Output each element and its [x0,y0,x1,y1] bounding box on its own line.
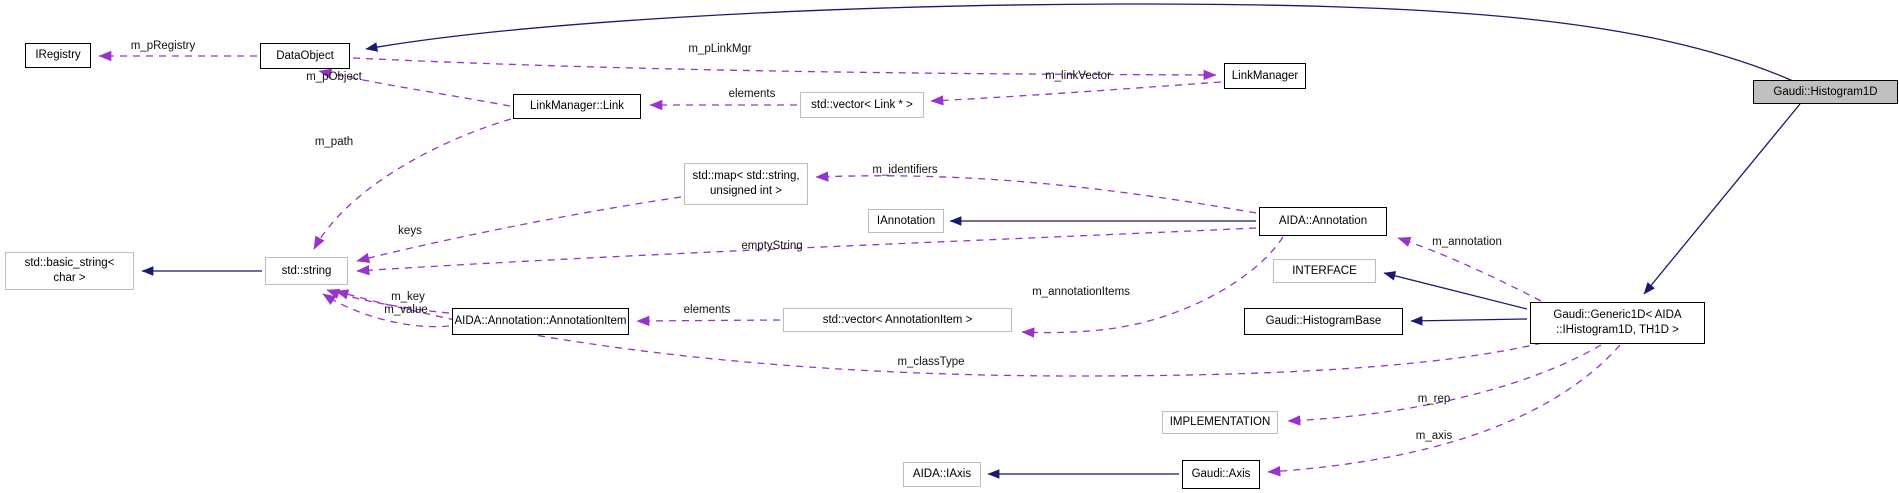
class-node-gaudi-histogrambase[interactable]: Gaudi::HistogramBase [1244,308,1403,335]
class-node-dataobject[interactable]: DataObject [260,43,350,69]
edge-label-m-linkvector: m_linkVector [1045,70,1111,82]
edge-use-dataobject-linkmanager [352,57,1217,81]
class-node-gaudi-generic1d[interactable]: Gaudi::Generic1D< AIDA ::IHistogram1D, T… [1530,302,1705,344]
class-node-linkmanager-link[interactable]: LinkManager::Link [513,94,641,119]
edge-use-annotationitem-string-mvalue [322,293,450,328]
class-node-basic-string: std::basic_string< char > [5,252,134,290]
class-node-iregistry[interactable]: IRegistry [25,43,91,68]
edge-label-keys: keys [398,225,422,237]
class-node-aida-annotation[interactable]: AIDA::Annotation [1259,207,1387,236]
edge-use-link-dataobject [318,68,511,107]
edge-label-m-classtype: m_classType [897,356,965,368]
class-node-linkmanager[interactable]: LinkManager [1224,63,1306,89]
class-node-gaudi-histogram1d: Gaudi::Histogram1D [1753,80,1898,104]
class-node-iannotation: IAnnotation [868,209,944,233]
edge-label-m-identifiers: m_identifiers [872,164,938,176]
class-node-implementation: IMPLEMENTATION [1162,411,1278,434]
edge-use-link-string-mpath [313,118,512,250]
edge-label-m-path: m_path [314,136,354,148]
edge-inherit-generic1d-histogrambase [1410,316,1528,326]
edge-inherit-histogram1d-dataobject [365,3,1794,82]
edge-label-m-pobject: m_pObject [306,71,362,83]
class-node-interface: INTERFACE [1273,259,1376,283]
edge-label-m-annotationitems: m_annotationItems [1032,286,1130,298]
edge-label-m-rep: m_rep [1417,393,1451,405]
edge-label-m-pregistry: m_pRegistry [130,40,196,52]
class-node-vector-annotationitem: std::vector< AnnotationItem > [783,308,1012,332]
edge-label-m-annotation: m_annotation [1432,236,1502,248]
edge-label-m-plinkmgr: m_pLinkMgr [688,43,752,55]
edge-use-vectoritems-annotationitem [636,315,781,327]
edge-use-annotation-string-emptystring [356,227,1257,276]
edge-use-generic1d-implementation [1287,344,1602,426]
class-node-gaudi-axis[interactable]: Gaudi::Axis [1182,460,1260,489]
edge-inherit-generic1d-interface [1383,271,1528,310]
class-node-map-string-uint: std::map< std::string, unsigned int > [684,163,808,205]
edge-label-m-key: m_key [391,291,425,303]
edge-label-emptystring: emptyString [741,240,803,252]
edge-use-annotationitem-string-mkey [326,288,450,314]
class-node-vector-link: std::vector< Link * > [800,92,924,118]
edge-label-m-axis: m_axis [1415,430,1453,442]
edge-use-generic1d-axis [1267,344,1621,477]
class-node-std-string: std::string [265,257,348,285]
edge-label-elements-items: elements [683,304,731,316]
edge-use-annotation-map-identifiers [815,171,1257,214]
edge-use-annotation-vectoritems [1021,236,1284,338]
edge-use-linkmanager-vectorlink [930,81,1222,106]
class-node-annotationitem[interactable]: AIDA::Annotation::AnnotationItem [452,308,629,335]
edge-label-m-value: m_value [384,304,428,316]
edge-use-generic1d-string-classtype [335,289,1543,377]
edge-inherit-histogram1d-generic1d [1643,103,1801,295]
class-node-aida-iaxis: AIDA::IAxis [903,462,981,487]
edge-label-elements-links: elements [728,88,776,100]
